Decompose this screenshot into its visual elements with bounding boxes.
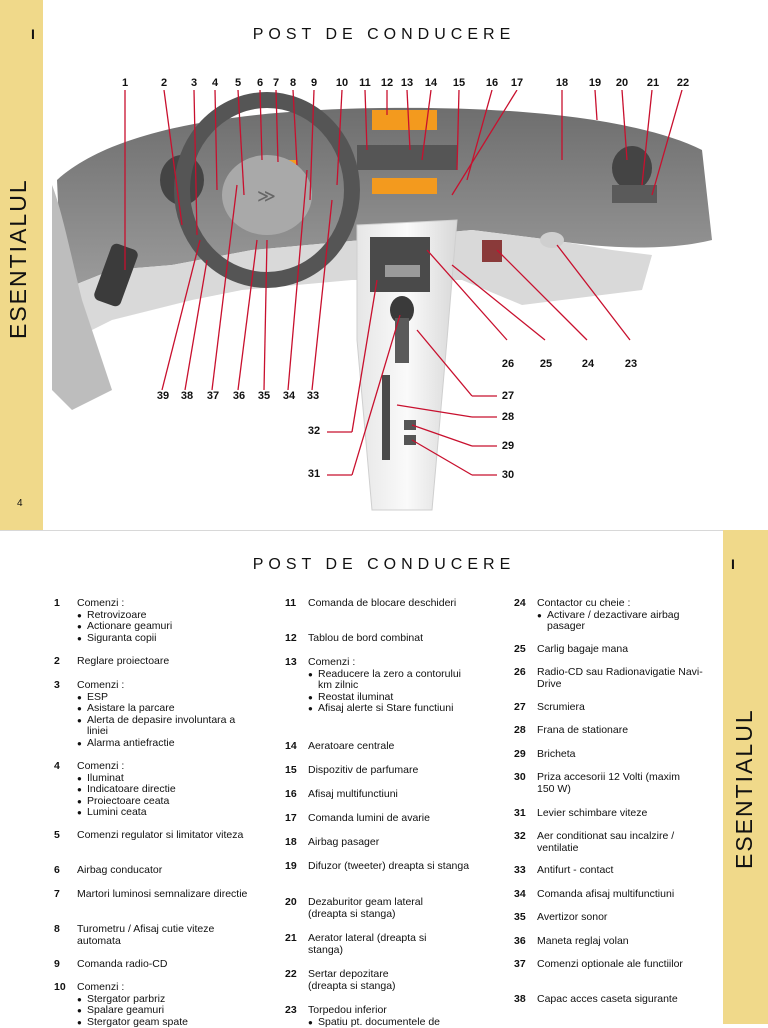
socket (404, 435, 416, 445)
tab-label-bottom: ESENTIALUL (731, 708, 757, 869)
callout-23: 23 (624, 358, 638, 370)
callout-4: 4 (211, 77, 219, 89)
callout-9: 9 (310, 77, 318, 89)
door-switch-panel (94, 243, 138, 307)
gear-boot (395, 318, 409, 363)
tab-mark-bottom: I (731, 556, 735, 572)
callout-34: 34 (282, 390, 296, 402)
callout-24: 24 (581, 358, 595, 370)
page-title-top: POST DE CONDUCERE (252, 26, 516, 43)
callout-39: 39 (156, 390, 170, 402)
glovebox-knob (540, 232, 564, 248)
callout-10: 10 (335, 77, 349, 89)
callout-32: 32 (307, 425, 321, 437)
callout-6: 6 (256, 77, 264, 89)
center-display (372, 178, 437, 194)
side-tab-top (0, 0, 43, 530)
callout-35: 35 (257, 390, 271, 402)
callout-37: 37 (206, 390, 220, 402)
callout-11: 11 (359, 77, 371, 89)
lighter (404, 420, 416, 430)
gear-knob (390, 296, 414, 324)
callout-2: 2 (160, 77, 168, 89)
left-door (52, 185, 112, 410)
key-switch (482, 240, 502, 262)
center-vents (357, 145, 457, 170)
side-tab-bottom (723, 530, 768, 1024)
page-number: 4 (17, 498, 23, 509)
steering-hub (222, 155, 312, 235)
callout-15: 15 (452, 77, 466, 89)
tab-label-top: ESENTIALUL (5, 178, 31, 339)
callout-1: 1 (121, 77, 129, 89)
dashboard-body (57, 107, 712, 290)
callout-22: 22 (676, 77, 690, 89)
callout-31: 31 (307, 468, 321, 480)
callout-25: 25 (539, 358, 553, 370)
callout-28: 28 (501, 411, 515, 423)
callout-26: 26 (501, 358, 515, 370)
callout-8: 8 (289, 77, 297, 89)
handbrake (382, 375, 390, 460)
callout-13: 13 (400, 77, 414, 89)
callout-5: 5 (234, 77, 242, 89)
callout-19: 19 (588, 77, 602, 89)
callout-18: 18 (555, 77, 569, 89)
callout-29: 29 (501, 440, 515, 452)
page-title-bottom: POST DE CONDUCERE (252, 556, 516, 573)
callout-30: 30 (501, 469, 515, 481)
callout-36: 36 (232, 390, 246, 402)
callout-21: 21 (646, 77, 660, 89)
callout-12: 12 (380, 77, 394, 89)
dashboard-illustration: ≫ (52, 90, 712, 511)
tab-mark-top: I (31, 26, 35, 42)
callout-38: 38 (180, 390, 194, 402)
callout-20: 20 (615, 77, 629, 89)
right-storage (612, 185, 657, 203)
steering-wheel (174, 92, 360, 288)
callout-17: 17 (510, 77, 524, 89)
brand-logo-icon: ≫ (257, 186, 276, 207)
page-divider (0, 530, 768, 531)
callout-3: 3 (190, 77, 198, 89)
radio-display (385, 265, 420, 277)
callout-16: 16 (485, 77, 499, 89)
callout-27: 27 (501, 390, 515, 402)
callout-14: 14 (424, 77, 438, 89)
top-display (372, 110, 437, 130)
callout-33: 33 (306, 390, 320, 402)
radio-unit (370, 237, 430, 292)
callout-7: 7 (272, 77, 280, 89)
callout-lines (124, 90, 683, 476)
